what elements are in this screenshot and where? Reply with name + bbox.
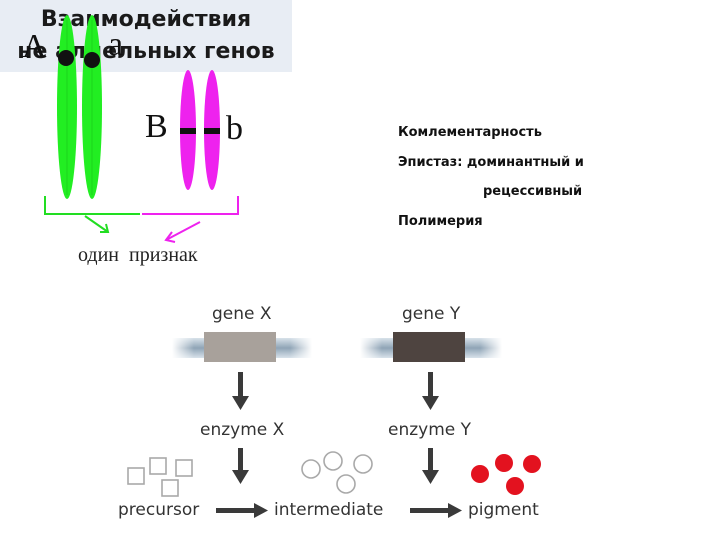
intermediate-circles	[301, 451, 373, 494]
precursor-squares	[127, 457, 193, 497]
allele-B-label: B	[145, 108, 168, 145]
list-item-recessive: рецессивный	[483, 184, 583, 199]
arrow-intermediate-to-pigment	[410, 503, 462, 518]
gene-y-label: gene Y	[402, 304, 461, 324]
gene-y-block	[393, 332, 465, 362]
gene-x-block	[204, 332, 276, 362]
bracket-magenta	[142, 196, 239, 215]
locus-b-bar	[204, 128, 220, 134]
pigment-label: pigment	[468, 500, 539, 520]
one-trait-label: один признак	[78, 244, 198, 266]
enzyme-x-label: enzyme X	[200, 420, 285, 440]
arrow-enzyme-y-down	[422, 448, 439, 484]
allele-A-label: A	[22, 28, 47, 65]
arrow-precursor-to-intermediate	[216, 503, 268, 518]
chromosome-diagram	[44, 15, 239, 243]
locus-a-dot	[84, 52, 100, 68]
allele-a-label: a	[108, 26, 124, 63]
arrow-magenta	[165, 221, 201, 241]
list-item-complementarity: Комлементарность	[398, 125, 542, 140]
gene-x-label: gene X	[212, 304, 272, 324]
pigment-dots	[471, 454, 541, 495]
locus-A-dot	[58, 50, 74, 66]
precursor-label: precursor	[118, 500, 200, 520]
allele-b-label: b	[226, 110, 243, 147]
arrow-enzyme-x-down	[232, 448, 249, 484]
arrow-gene-y-to-enzyme	[422, 372, 439, 410]
title-line-1: Взаимодействия	[40, 7, 252, 32]
intermediate-label: intermediate	[274, 500, 384, 520]
enzyme-y-label: enzyme Y	[388, 420, 472, 440]
list-item-polymery: Полимерия	[398, 214, 483, 229]
arrow-gene-x-to-enzyme	[232, 372, 249, 410]
list-item-epistasis: Эпистаз: доминантный и	[398, 155, 584, 170]
title-box: Взаимодействия не аллельных генов	[0, 0, 292, 72]
locus-B-bar	[180, 128, 196, 134]
arrow-green	[84, 215, 109, 233]
bracket-green	[44, 196, 140, 215]
